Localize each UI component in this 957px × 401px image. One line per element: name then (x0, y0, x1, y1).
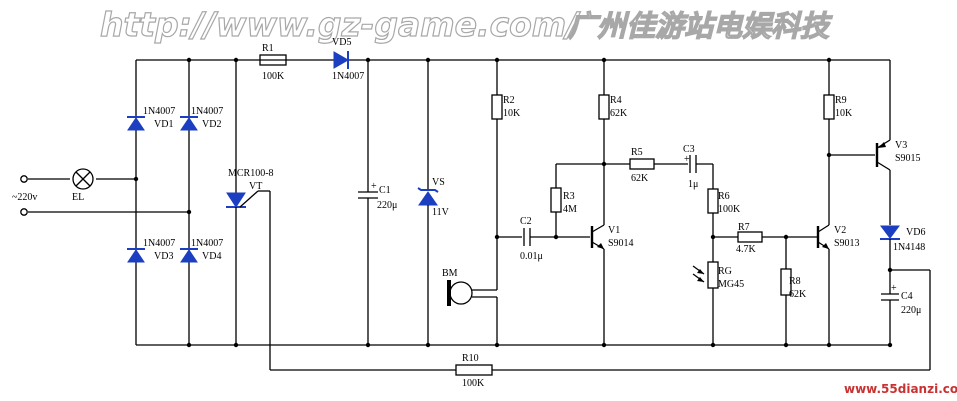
r5-value: 62K (631, 173, 649, 184)
watermark-url: http://www.gz-game.com/ (100, 5, 581, 44)
vs-ref: VS (432, 177, 445, 188)
site-watermark: www.55dianzi.com (844, 382, 957, 396)
r3-ref: R3 (563, 191, 575, 202)
rg-ref: RG (718, 266, 732, 277)
r8-value: 62K (789, 289, 807, 300)
lamp-label: EL (72, 192, 84, 203)
vd1-ref: VD1 (154, 119, 173, 130)
scr-part: MCR100-8 (228, 168, 274, 179)
vd6-ref: VD6 (906, 227, 925, 238)
vd2-ref: VD2 (202, 119, 221, 130)
vd2-part: 1N4007 (191, 106, 223, 117)
c4-ref: C4 (901, 291, 913, 302)
vd3-ref: VD3 (154, 251, 173, 262)
v1-ref: V1 (608, 225, 620, 236)
r7-ref: R7 (738, 222, 750, 233)
r10-value: 100K (462, 378, 485, 389)
diode-vd6 (880, 225, 931, 370)
diode-vd5 (333, 51, 350, 69)
vd5-part: 1N4007 (332, 71, 364, 82)
c1-ref: C1 (379, 185, 391, 196)
v1-part: S9014 (608, 238, 634, 249)
ac-terminal-top (20, 175, 28, 183)
watermark-company: 广州佳游站电娱科技 (568, 9, 833, 43)
diode-vd2 (180, 116, 198, 131)
light-arrows-icon (692, 265, 705, 283)
vd1-part: 1N4007 (143, 106, 175, 117)
r2-ref: R2 (503, 95, 515, 106)
diode-vd1 (127, 116, 145, 131)
capacitor-c1 (358, 60, 378, 345)
c2-value: 0.01μ (520, 251, 543, 262)
resistor-r3 (550, 163, 604, 237)
r10-ref: R10 (462, 353, 479, 364)
microphone-bm (447, 280, 473, 306)
c1-plus: + (371, 181, 377, 192)
c4-value: 220μ (901, 305, 921, 316)
r9-ref: R9 (835, 95, 847, 106)
resistor-r5 (629, 158, 655, 170)
vs-value: 11V (432, 207, 450, 218)
r5-ref: R5 (631, 147, 643, 158)
transistor-v3 (875, 139, 891, 225)
stage1-wiring (598, 60, 630, 345)
mic-branch (472, 60, 522, 345)
c3-ref: C3 (683, 144, 695, 155)
c2-ref: C2 (520, 216, 532, 227)
bm-ref: BM (442, 268, 458, 279)
c4-plus: + (891, 283, 897, 294)
resistor-r9 (823, 60, 875, 225)
vd5-ref: VD5 (332, 37, 351, 48)
capacitor-c3 (689, 155, 714, 189)
transistor-v2 (816, 224, 830, 345)
c1-value: 220μ (377, 200, 397, 211)
r4-value: 62K (610, 108, 628, 119)
c3-plus: + (684, 154, 690, 165)
r8-ref: R8 (789, 276, 801, 287)
vd4-part: 1N4007 (191, 238, 223, 249)
r1-ref: R1 (262, 43, 274, 54)
scr-ref: VT (249, 181, 262, 192)
v2-part: S9013 (834, 238, 860, 249)
v3-ref: V3 (895, 140, 907, 151)
ac-voltage-label: ~220v (12, 192, 37, 203)
vd4-ref: VD4 (202, 251, 221, 262)
capacitor-c2 (523, 228, 590, 246)
vd6-part: 1N4148 (893, 242, 925, 253)
lamp-el (72, 168, 94, 190)
r7-value: 4.7K (736, 244, 757, 255)
stage2-input (707, 188, 818, 345)
diode-vd4 (180, 248, 198, 263)
r6-ref: R6 (718, 191, 730, 202)
r4-ref: R4 (610, 95, 622, 106)
scr-vt (226, 60, 930, 371)
r3-value: 4M (563, 204, 577, 215)
c3-value: 1μ (688, 179, 698, 190)
resistor-r10 (455, 364, 493, 376)
ac-terminal-bottom (20, 208, 28, 216)
capacitor-c4 (881, 293, 899, 345)
diode-vd3 (127, 248, 145, 263)
r1-value: 100K (262, 71, 285, 82)
resistor-r1 (259, 54, 287, 66)
zener-vs (417, 60, 439, 345)
r2-value: 10K (503, 108, 521, 119)
bridge-wiring (28, 59, 891, 346)
v3-part: S9015 (895, 153, 921, 164)
transistor-v1 (590, 224, 605, 250)
vd3-part: 1N4007 (143, 238, 175, 249)
r6-value: 100K (718, 204, 741, 215)
v2-ref: V2 (834, 225, 846, 236)
rg-part: MG45 (718, 279, 744, 290)
r9-value: 10K (835, 108, 853, 119)
